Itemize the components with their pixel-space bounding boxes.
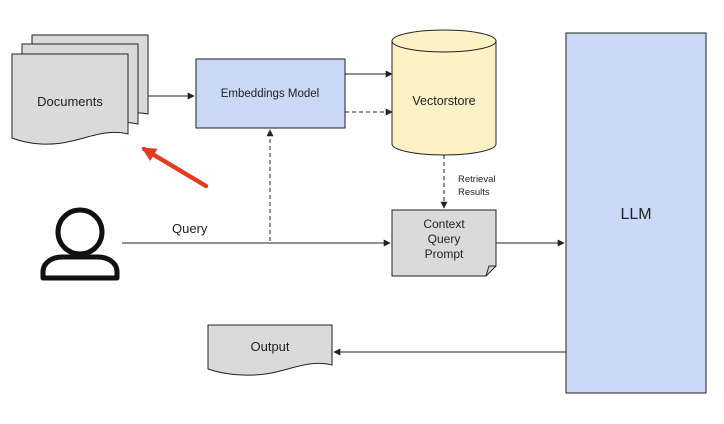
- embeddings-model-node: Embeddings Model: [195, 58, 346, 129]
- context-query-prompt-node: Context Query Prompt: [391, 209, 497, 277]
- context-label: Context: [423, 217, 465, 231]
- output-label: Output: [250, 339, 289, 354]
- document-sheet-front: [11, 53, 129, 145]
- embeddings-model-label: Embeddings Model: [221, 88, 319, 100]
- red-arrow-icon: [141, 146, 209, 189]
- documents-label: Documents: [37, 94, 103, 109]
- query-label: Query: [172, 221, 208, 236]
- output-node: Output: [207, 324, 333, 376]
- retrieval-results-label-line1: Retrieval: [458, 174, 496, 185]
- user-icon: [40, 207, 120, 281]
- prompt-label: Prompt: [425, 247, 464, 261]
- query-in-prompt-label: Query: [428, 232, 461, 246]
- llm-node: LLM: [565, 32, 707, 394]
- vectorstore-node: Vectorstore: [391, 29, 497, 156]
- documents-node: Documents: [11, 34, 149, 145]
- retrieval-results-label-line2: Results: [458, 187, 490, 198]
- llm-label: LLM: [620, 206, 651, 223]
- vectorstore-label: Vectorstore: [412, 94, 475, 108]
